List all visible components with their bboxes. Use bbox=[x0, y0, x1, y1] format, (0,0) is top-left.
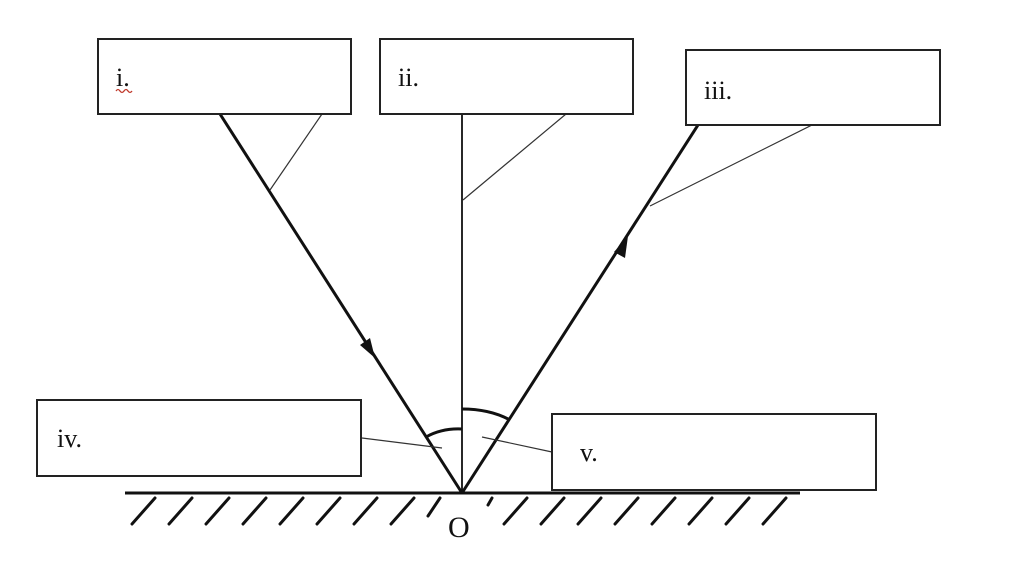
incident-ray-arrowhead bbox=[360, 338, 375, 358]
mirror-hatching bbox=[130, 496, 788, 526]
label-i: i. bbox=[116, 63, 130, 92]
hatch-mark bbox=[426, 496, 442, 518]
hatch-mark bbox=[204, 496, 231, 526]
hatch-mark bbox=[724, 496, 751, 526]
hatch-mark bbox=[576, 496, 603, 526]
hatch-mark bbox=[389, 496, 416, 526]
hatch-mark bbox=[315, 496, 342, 526]
label-box-v bbox=[551, 413, 877, 491]
hatch-mark bbox=[502, 496, 529, 526]
hatch-mark bbox=[278, 496, 305, 526]
incident-ray bbox=[218, 113, 464, 494]
leader-line-i bbox=[269, 113, 323, 191]
label-v: v. bbox=[580, 438, 598, 467]
hatch-mark bbox=[761, 496, 788, 526]
leader-line-v bbox=[481, 436, 553, 453]
hatch-mark bbox=[352, 496, 379, 526]
leader-line-ii bbox=[462, 113, 567, 201]
reflected-ray bbox=[460, 124, 700, 494]
label-box-iii bbox=[685, 49, 941, 126]
hatch-mark bbox=[130, 496, 157, 526]
leader-line-iii bbox=[649, 124, 813, 207]
hatch-mark bbox=[167, 496, 194, 526]
hatch-mark bbox=[650, 496, 677, 526]
leader-line-iv bbox=[361, 437, 443, 449]
point-of-incidence-label: O bbox=[448, 511, 470, 544]
hatch-mark bbox=[539, 496, 566, 526]
label-box-ii bbox=[379, 38, 634, 115]
label-iii: iii. bbox=[704, 76, 732, 105]
label-box-iv bbox=[36, 399, 362, 477]
spellcheck-squiggle bbox=[115, 88, 133, 94]
hatch-mark bbox=[613, 496, 640, 526]
label-ii: ii. bbox=[398, 63, 419, 92]
hatch-mark bbox=[241, 496, 268, 526]
hatch-mark bbox=[687, 496, 714, 526]
reflected-ray-arrowhead bbox=[614, 236, 628, 258]
label-iv: iv. bbox=[57, 424, 82, 453]
label-box-i bbox=[97, 38, 352, 115]
angle-of-reflection-arc bbox=[461, 407, 511, 422]
hatch-mark bbox=[486, 496, 494, 507]
angle-of-incidence-arc bbox=[425, 427, 463, 439]
